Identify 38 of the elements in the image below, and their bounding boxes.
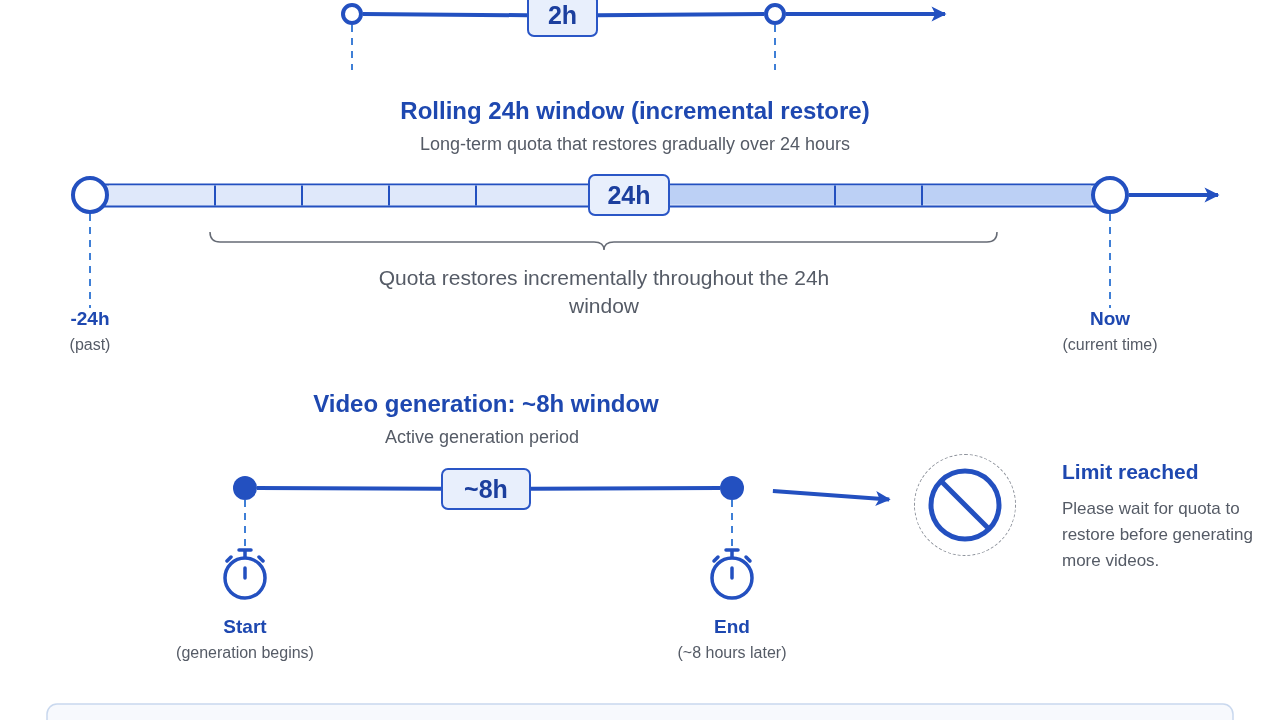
time-label: Now [1089, 308, 1131, 330]
duration-box: ~8h [441, 468, 531, 510]
arrow [1129, 187, 1220, 203]
section-subtitle: Active generation period [383, 427, 581, 448]
duration-box: 2h [527, 0, 598, 37]
dashed-leader [1109, 213, 1111, 309]
time-caption: (generation begins) [176, 644, 314, 662]
dashed-leader [244, 499, 246, 547]
arrow [786, 6, 947, 22]
dashed-leader [351, 24, 353, 71]
section-subtitle: Long-term quota that restores gradually over 24 hours [418, 134, 852, 155]
dashed-leader [774, 24, 776, 71]
dashed-leader [731, 499, 733, 547]
time-label: End [714, 616, 750, 638]
timeline-point [764, 3, 786, 25]
timeline-point [1091, 176, 1129, 214]
timeline-line [257, 486, 441, 491]
dashed-leader [89, 213, 91, 309]
timeline-line [363, 12, 527, 18]
time-caption: (~8 hours later) [677, 644, 787, 662]
timeline-point [71, 176, 109, 214]
section-heading: Rolling 24h window (incremental restore) [399, 97, 871, 125]
progress-fill [670, 185, 1091, 205]
timeline-dot [233, 476, 257, 500]
duration-box: 24h [588, 174, 670, 216]
time-caption: (past) [69, 336, 111, 354]
timeline-point [341, 3, 363, 25]
time-label: -24h [70, 308, 110, 330]
arrow [772, 489, 891, 506]
status-message: Please wait for quota to restore before generating more videos. [1062, 498, 1254, 572]
time-label: Start [223, 616, 267, 638]
timeline-dot [720, 476, 744, 500]
time-caption: (current time) [1062, 336, 1158, 354]
status-heading: Limit reached [1062, 460, 1200, 484]
timeline-line [531, 486, 720, 491]
bracket-note: Quota restores incrementally throughout the 24h window [377, 265, 831, 319]
timeline-line [598, 12, 764, 18]
section-heading: Video generation: ~8h window [312, 390, 660, 418]
